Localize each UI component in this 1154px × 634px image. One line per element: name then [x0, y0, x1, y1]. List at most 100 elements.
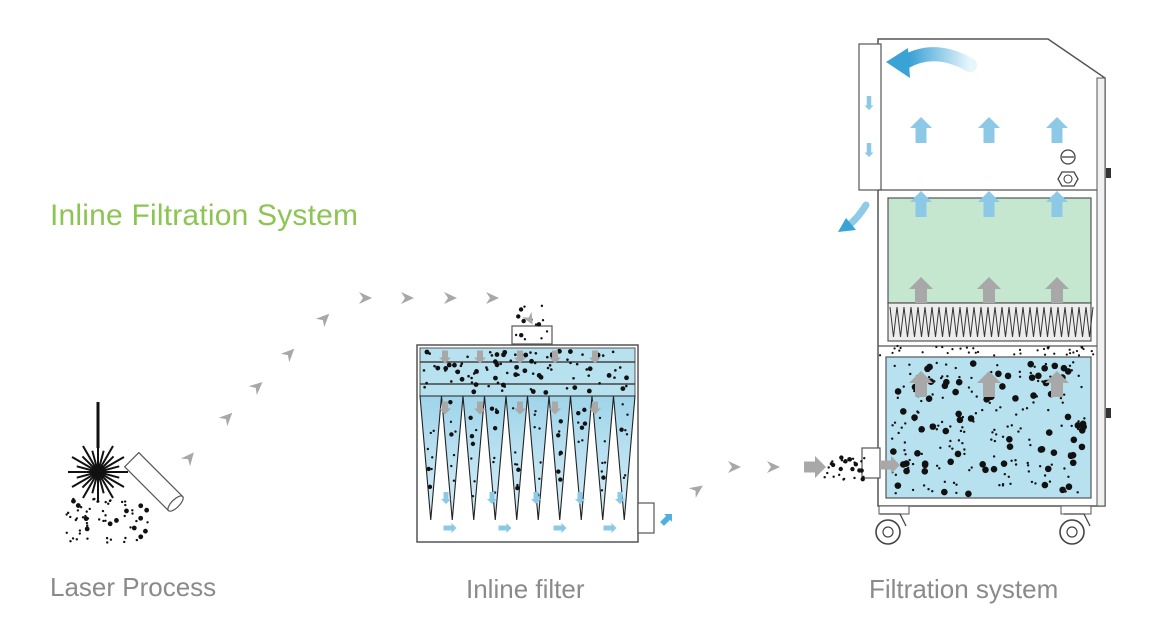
dust-particle	[1090, 349, 1093, 353]
dust-particle	[558, 419, 563, 424]
dust-particle	[911, 462, 915, 466]
dust-particle	[131, 512, 134, 515]
dust-particle	[531, 372, 535, 375]
dust-particle	[88, 507, 91, 511]
dust-particle	[968, 468, 971, 472]
dust-particle	[538, 374, 544, 380]
dust-particle	[944, 363, 948, 366]
dust-particle	[931, 393, 934, 396]
dust-particle	[1068, 352, 1072, 355]
dust-particle	[449, 432, 454, 437]
dust-particle	[894, 492, 897, 495]
dust-particle	[493, 375, 498, 381]
flow-arrow	[575, 492, 585, 504]
dust-particle	[622, 476, 626, 480]
dust-particle	[474, 428, 478, 432]
filter-cartridge	[612, 395, 636, 521]
dust-particle	[996, 364, 999, 367]
dust-particle	[1069, 459, 1077, 467]
dust-particle	[1092, 353, 1095, 356]
dust-particle	[539, 461, 542, 464]
dust-particle	[1050, 449, 1058, 456]
flow-arrow	[804, 456, 826, 478]
dust-particle	[993, 428, 996, 432]
dust-particle	[529, 358, 534, 364]
dust-particle	[620, 386, 626, 391]
flow-arrow	[531, 492, 541, 504]
dust-particle	[565, 387, 569, 390]
caption-filtration-system: Filtration system	[869, 574, 1059, 604]
flow-arrow	[359, 292, 372, 304]
dust-particle	[452, 479, 456, 482]
dust-particle	[963, 452, 966, 456]
flow-arrow	[474, 350, 486, 364]
dust-particle	[969, 360, 977, 367]
dust-particle	[468, 415, 473, 421]
dust-particle	[69, 539, 72, 543]
burst-ray	[71, 471, 99, 488]
dust-particle	[431, 456, 434, 459]
dust-particle	[471, 494, 475, 498]
dust-particle	[961, 415, 965, 419]
dust-particle	[529, 388, 533, 391]
flow-arrow	[218, 412, 233, 427]
burst-ray	[82, 445, 99, 473]
dust-particle	[1003, 472, 1007, 476]
dust-particle	[926, 363, 933, 371]
dust-particle	[545, 355, 549, 359]
dust-particle	[123, 514, 126, 518]
dust-particle	[981, 408, 984, 412]
dust-particle	[853, 476, 856, 480]
dust-particle	[1001, 482, 1005, 486]
dust-particle	[1077, 420, 1080, 423]
dust-particle	[69, 515, 72, 519]
dust-particle	[918, 429, 922, 433]
dust-particle	[1082, 347, 1085, 351]
dust-particle	[79, 506, 83, 509]
flow-arrow	[728, 461, 741, 473]
dust-particle	[1030, 392, 1037, 399]
dust-particle	[958, 375, 961, 379]
dust-particle	[1042, 347, 1046, 351]
dust-particle	[952, 388, 959, 396]
dust-particle	[1064, 413, 1072, 421]
dust-particle	[109, 538, 113, 541]
dust-particle	[577, 440, 580, 444]
dust-particle	[600, 489, 604, 492]
flow-arrow	[401, 292, 414, 304]
dust-particle	[500, 382, 506, 388]
dust-particle	[1072, 351, 1075, 354]
dust-particle	[540, 304, 544, 308]
dust-particle	[426, 466, 431, 472]
dust-particle	[499, 362, 503, 366]
flow-arrow	[1045, 277, 1069, 303]
flow-arrow	[514, 350, 526, 364]
dust-particle	[601, 354, 605, 357]
dust-particle	[1047, 408, 1050, 412]
dust-particle	[1044, 362, 1048, 366]
dust-particle	[530, 389, 536, 394]
dust-particle	[1030, 480, 1034, 484]
dust-particle	[1038, 465, 1042, 468]
dust-particle	[430, 467, 433, 471]
dust-particle	[606, 373, 612, 378]
dust-particle	[970, 466, 973, 469]
dust-particle	[972, 347, 975, 350]
dust-particle	[546, 366, 550, 370]
dust-particle	[97, 500, 100, 503]
dust-particle	[955, 410, 962, 418]
dust-particle	[582, 407, 587, 413]
laser-burst-icon	[68, 442, 128, 502]
dust-particle	[939, 446, 942, 449]
dust-particle	[999, 406, 1002, 409]
dust-particle	[938, 467, 941, 470]
dust-particle	[927, 376, 931, 379]
dust-particle	[569, 361, 572, 365]
dust-particle	[954, 453, 958, 456]
dust-particle	[947, 458, 954, 466]
dust-particle	[558, 477, 563, 482]
dust-particle	[558, 453, 562, 456]
dust-particle	[603, 461, 607, 464]
dust-particle	[976, 350, 980, 354]
dust-particle	[965, 346, 968, 349]
